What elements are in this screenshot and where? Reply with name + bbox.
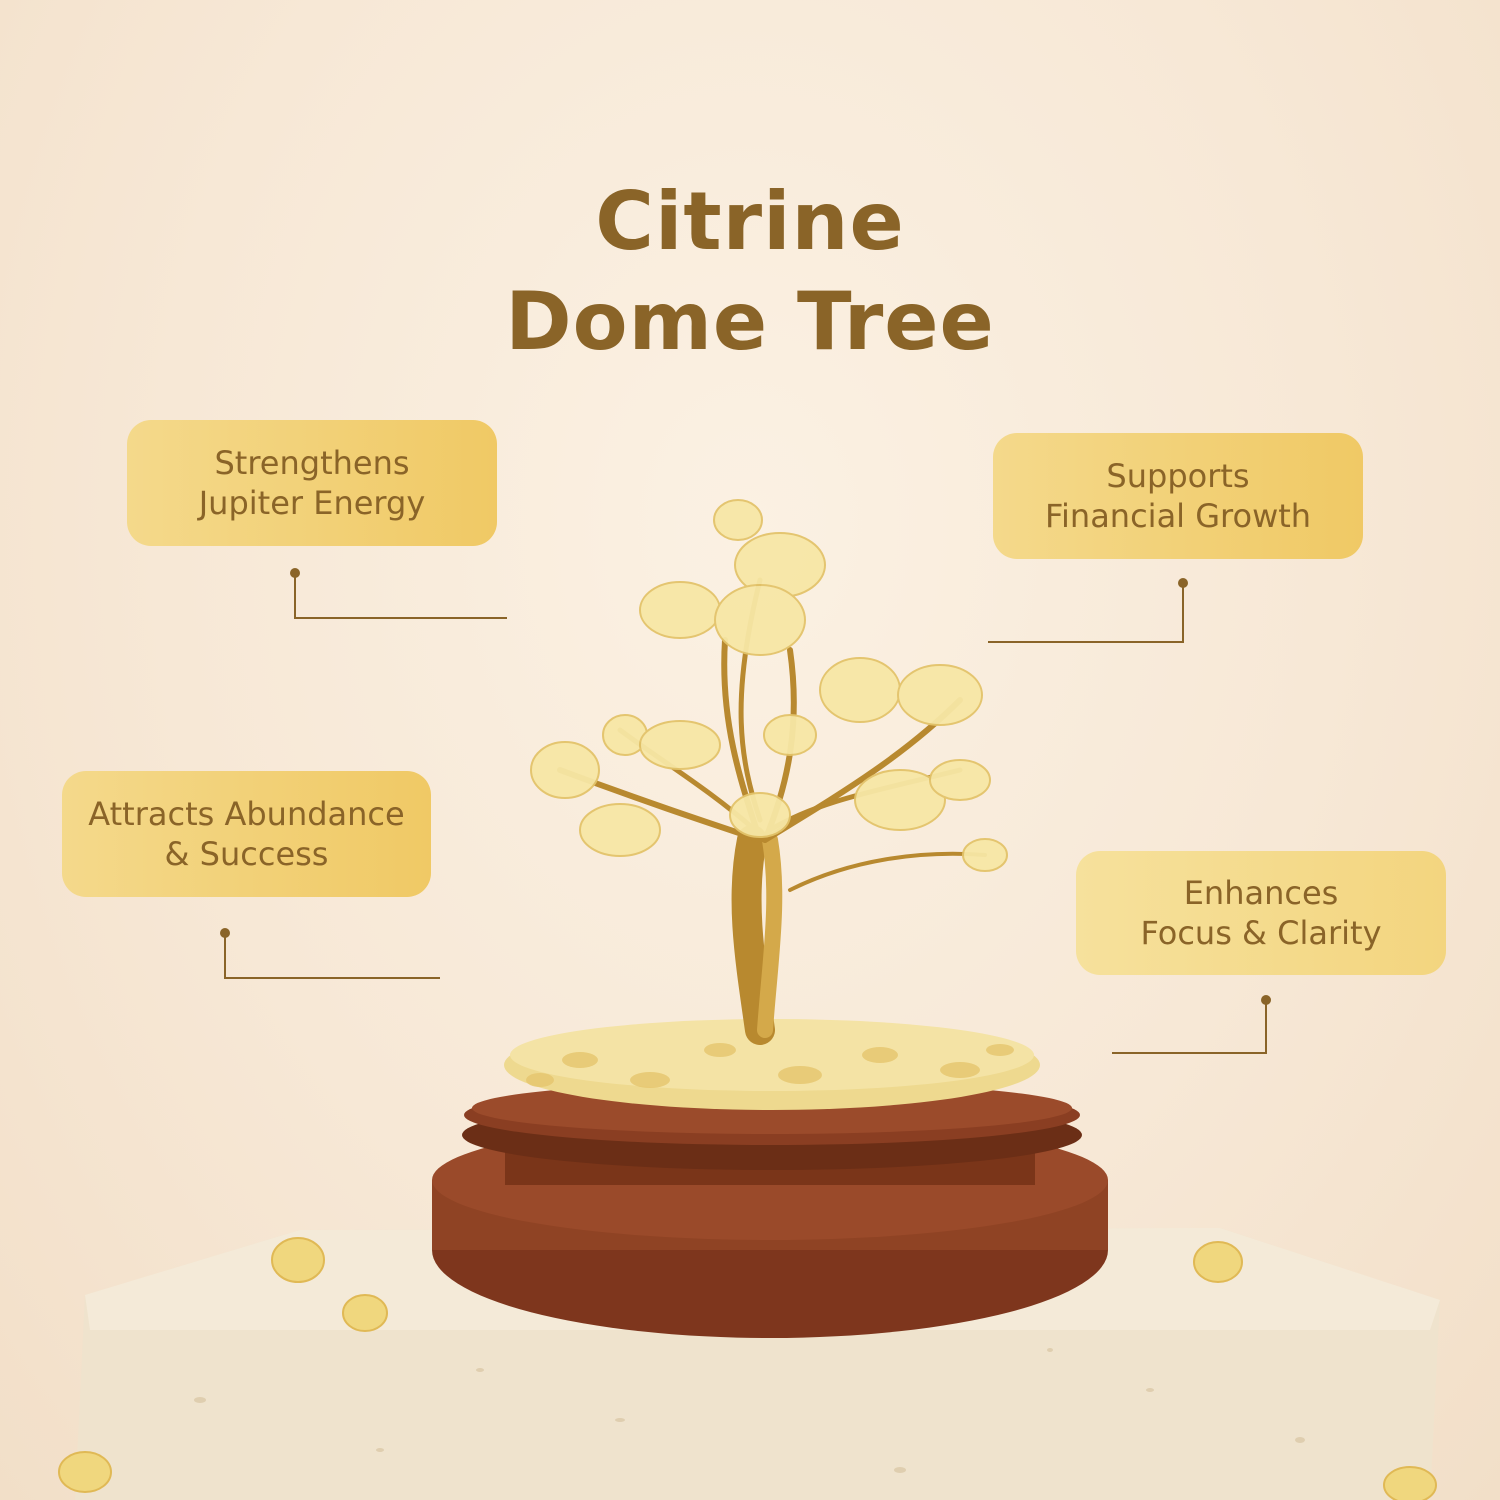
feature-badge-abundance-success: Attracts Abundance & Success [62,771,431,897]
feature-line-1: Attracts Abundance [88,795,405,833]
title-line-2: Dome Tree [505,274,995,368]
citrine-leaves [530,499,1008,872]
connector-dots [220,568,1271,1005]
feature-line-2: Jupiter Energy [198,484,426,522]
page-title: Citrine Dome Tree [0,172,1500,372]
feature-line-2: & Success [164,835,329,873]
feature-line-2: Financial Growth [1044,497,1312,535]
citrine-chips [58,1237,1437,1500]
connector-lines [224,573,1267,1054]
feature-line-1: Enhances [1183,874,1339,912]
feature-badge-financial-growth: Supports Financial Growth [993,433,1363,559]
citrine-bed [504,1019,1040,1110]
title-line-1: Citrine [595,174,905,268]
feature-badge-focus-clarity: Enhances Focus & Clarity [1076,851,1446,975]
feature-line-2: Focus & Clarity [1140,914,1382,952]
wooden-base [432,1082,1108,1338]
feature-line-1: Supports [1106,457,1250,495]
feature-badge-jupiter-energy: Strengthens Jupiter Energy [127,420,497,546]
feature-line-1: Strengthens [214,444,410,482]
